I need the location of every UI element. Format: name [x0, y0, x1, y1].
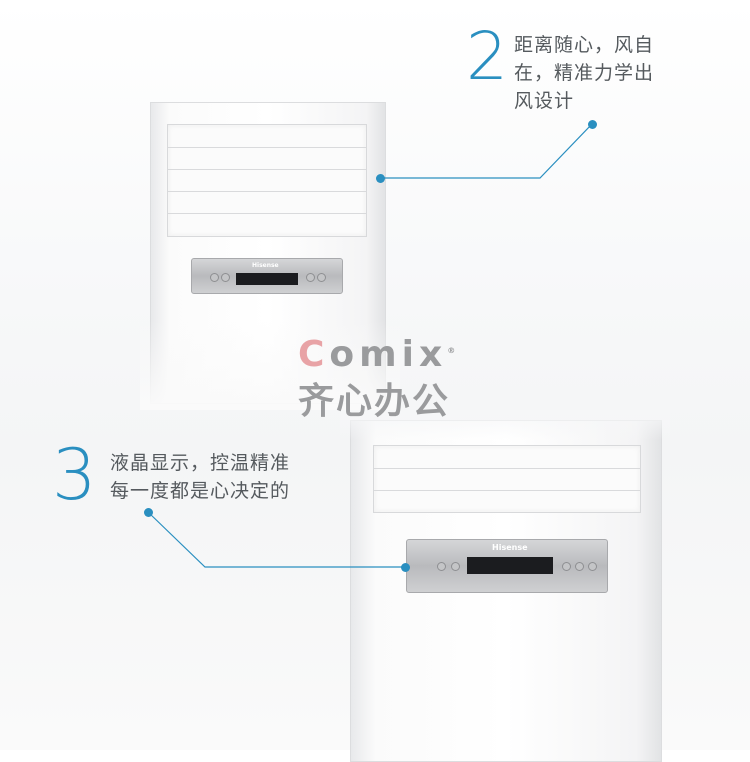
callout-number: 2 [466, 18, 508, 95]
button [221, 273, 230, 282]
button [562, 562, 571, 571]
logo-text: omix [329, 334, 448, 375]
callout-text: 距离随心，风自 在，精准力学出 风设计 [514, 31, 654, 115]
callout-line: 每一度都是心决定的 [110, 480, 291, 502]
top-fade [340, 410, 670, 440]
leader-line-3 [147, 511, 405, 568]
button [451, 562, 460, 571]
button [210, 273, 219, 282]
button [317, 273, 326, 282]
control-panel: Hisense [191, 258, 343, 294]
lcd-screen [467, 557, 553, 574]
brand-label: Hisense [252, 262, 279, 269]
brand-label: Hisense [492, 543, 528, 552]
callout-number: 3 [52, 434, 97, 516]
callout-dot [376, 174, 385, 183]
button [575, 562, 584, 571]
louver-panel [167, 124, 367, 237]
callout-line: 距离随心，风自 [514, 34, 655, 56]
callout-dot [144, 508, 153, 517]
button [306, 273, 315, 282]
callout-dot [401, 563, 410, 572]
watermark-logo: Comix® [298, 334, 460, 375]
callout-dot [588, 120, 597, 129]
leader-line-2 [380, 123, 593, 179]
fade-overlay [140, 320, 400, 410]
callout-line: 风设计 [514, 90, 575, 112]
watermark-cn: 齐心办公 [298, 381, 451, 422]
lcd-screen [236, 273, 298, 285]
louver-panel [373, 445, 641, 513]
callout-line: 在，精准力学出 [514, 62, 655, 84]
button [437, 562, 446, 571]
registered-mark: ® [447, 346, 461, 355]
callout-text: 液晶显示，控温精准 每一度都是心决定的 [110, 449, 290, 505]
logo-letter: C [298, 334, 330, 375]
air-conditioner-lower: Hisense [350, 420, 662, 762]
callout-line: 液晶显示，控温精准 [110, 452, 291, 474]
button [588, 562, 597, 571]
air-conditioner-upper: Hisense [150, 102, 386, 404]
control-panel: Hisense [406, 539, 608, 593]
